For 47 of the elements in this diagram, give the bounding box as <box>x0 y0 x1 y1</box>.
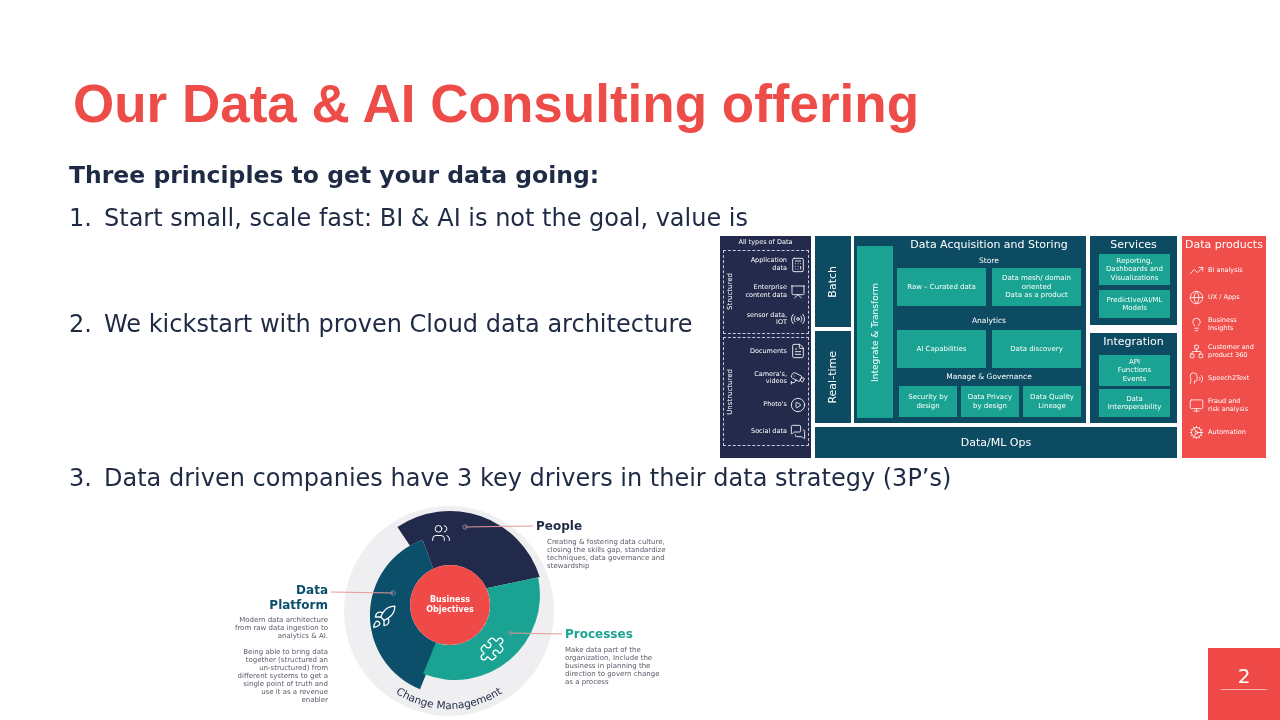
callout-heading: Processes <box>565 626 633 643</box>
panel-label: Real-time <box>826 350 840 404</box>
mode-panel <box>815 236 851 327</box>
dashed-group <box>723 250 809 334</box>
panel-heading: Services <box>1109 238 1158 252</box>
panel-heading: Integration <box>1102 335 1165 349</box>
list-number: 1. <box>69 204 92 232</box>
leader-line <box>330 590 396 596</box>
capability-tile <box>1099 389 1170 417</box>
section-panel <box>1090 236 1177 325</box>
list-item: Start small, scale fast: BI & AI is not the goal, value is <box>104 204 748 232</box>
list-item: Data driven companies have 3 key drivers in their data strategy (3P’s) <box>104 464 952 492</box>
process-bar <box>857 246 893 418</box>
dashed-group <box>723 337 809 446</box>
bar-label: Data/ML Ops <box>960 435 1032 450</box>
mode-panel <box>815 331 851 423</box>
capability-tile <box>1023 386 1081 417</box>
list-number: 3. <box>69 464 92 492</box>
page-number: 2 <box>1237 664 1251 688</box>
page-number-tab <box>1208 648 1280 720</box>
ring-segment <box>423 577 540 680</box>
capability-tile <box>992 330 1081 368</box>
callout-heading: People <box>536 518 583 535</box>
capability-tile <box>897 268 986 306</box>
list-number: 2. <box>69 310 92 338</box>
section-panel <box>1090 333 1177 423</box>
core-label: Business Objectives <box>425 595 475 615</box>
products-panel <box>1182 236 1266 458</box>
panel-heading: Data Acquisition and Storing <box>909 238 1069 252</box>
capability-tile <box>961 386 1019 417</box>
capability-tile <box>897 330 986 368</box>
section-heading: Three principles to get your data going: <box>69 160 600 190</box>
leader-line <box>462 524 534 530</box>
callout-heading: Data Platform <box>268 583 328 613</box>
capability-tile <box>1099 355 1170 386</box>
list-item: We kickstart with proven Cloud data architecture <box>104 310 693 338</box>
capability-tile <box>1099 290 1170 318</box>
ops-bar <box>815 427 1177 458</box>
platform-panel <box>854 236 1086 423</box>
slide-title: Our Data & AI Consulting offering <box>73 75 919 133</box>
panel-heading: Data products <box>1184 238 1264 252</box>
capability-tile <box>899 386 957 417</box>
bar-label: Integrate & Transform <box>869 282 881 382</box>
source-panel <box>720 236 811 458</box>
capability-tile <box>992 268 1081 306</box>
capability-tile <box>1099 254 1170 285</box>
panel-label: Batch <box>826 265 840 298</box>
